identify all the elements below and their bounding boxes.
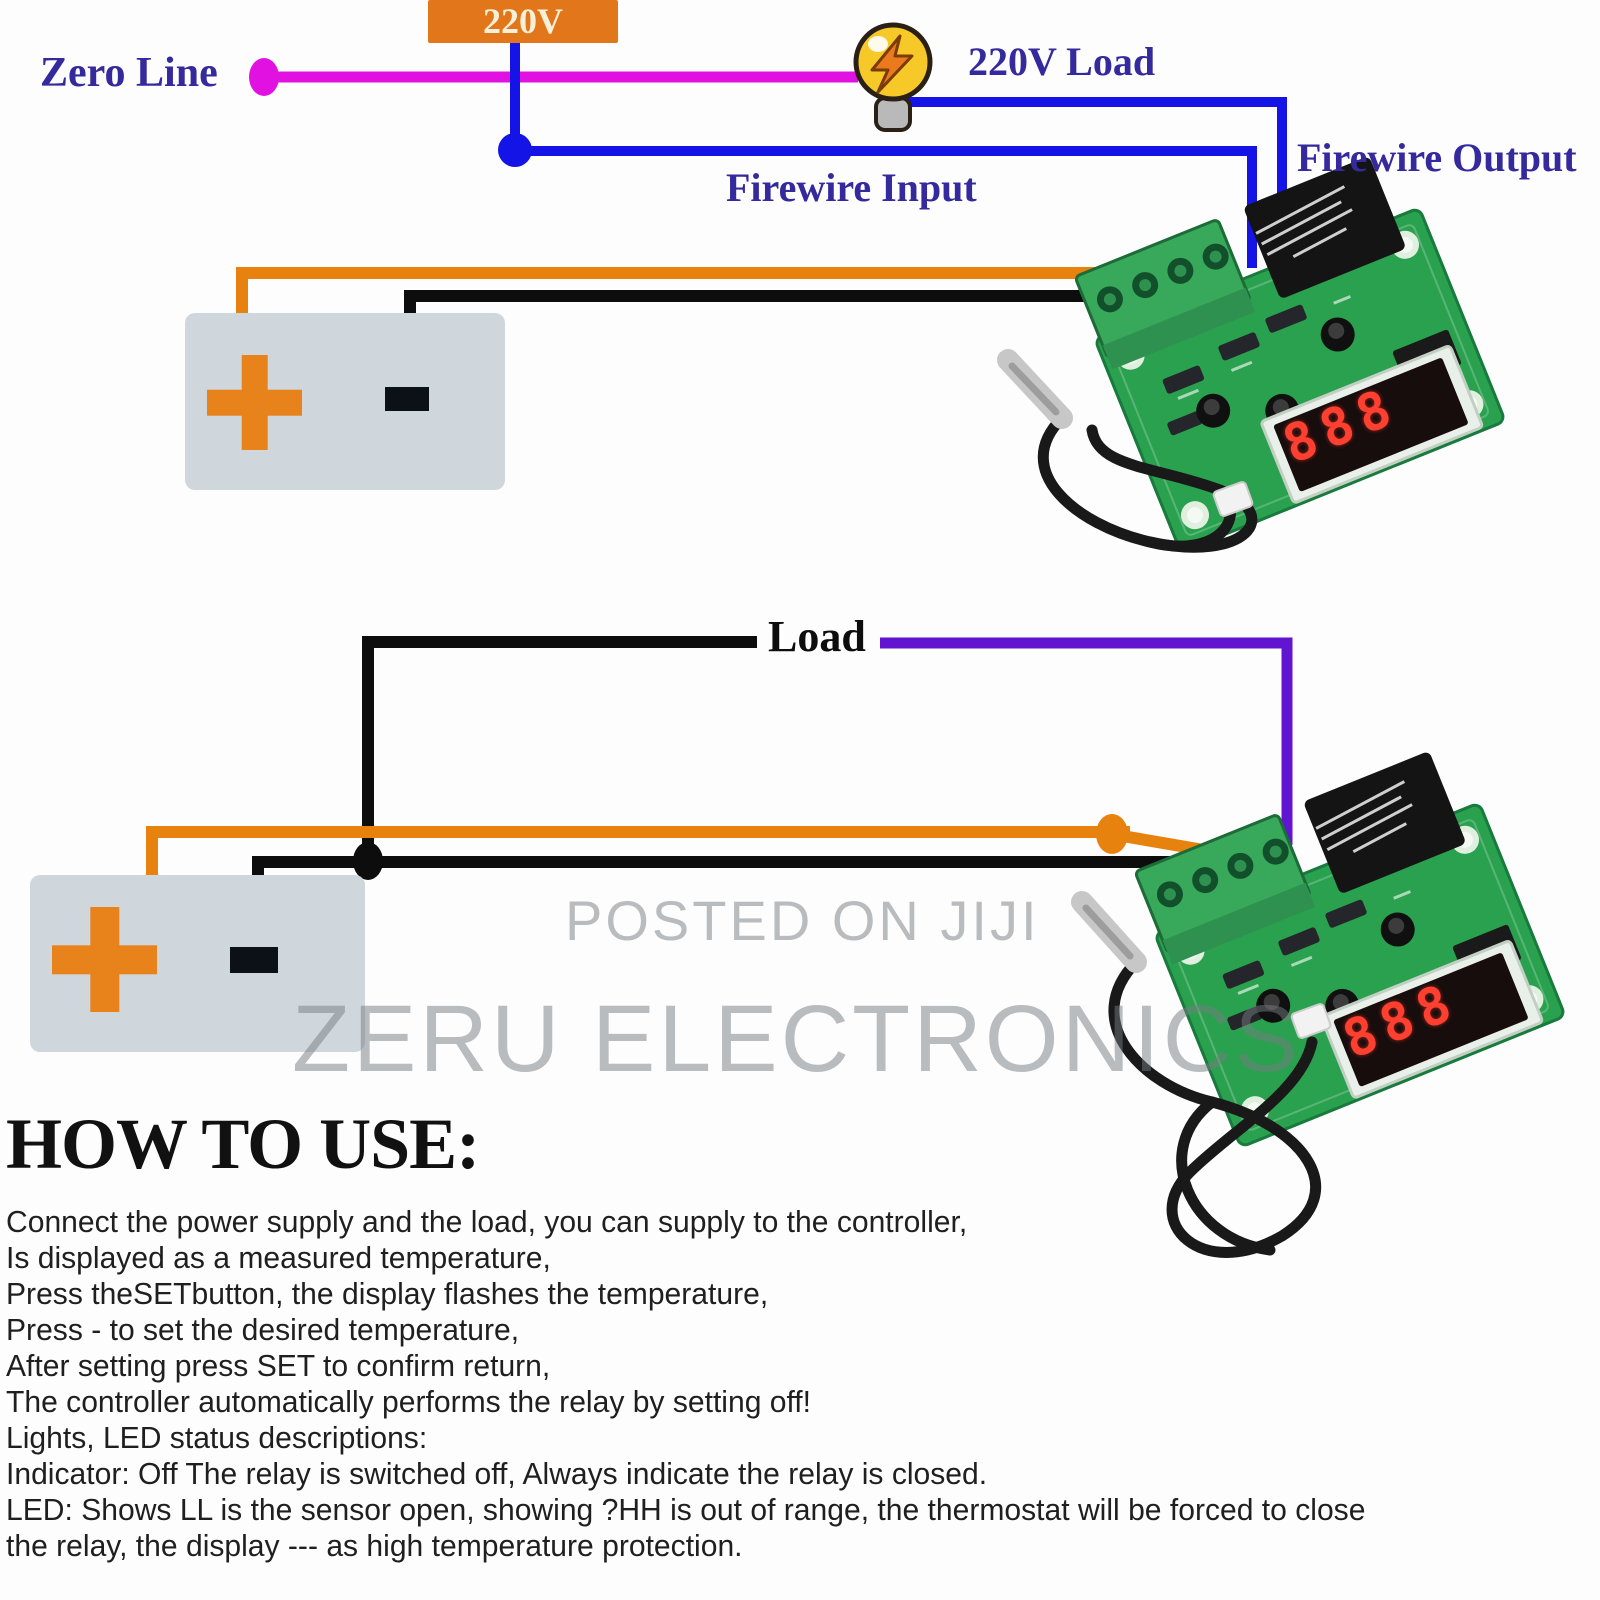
instructions-block: Connect the power supply and the load, y… (6, 1204, 1365, 1564)
power-supply-bottom (30, 875, 365, 1052)
watermark-line1: POSTED ON JIJI (565, 889, 1040, 952)
instruction-line: Is displayed as a measured temperature, (6, 1240, 551, 1275)
junction-dot-orange (1096, 814, 1128, 854)
instruction-line: The controller automatically performs th… (6, 1384, 812, 1419)
sensor-cable-top (997, 349, 1258, 553)
minus-icon (385, 387, 429, 411)
load-wire-black (362, 636, 757, 862)
junction-dot-black (353, 842, 383, 880)
instruction-line: Indicator: Off The relay is switched off… (6, 1456, 988, 1491)
zero-line-terminal-dot (249, 58, 279, 96)
supply-negative-wire-bottom (252, 856, 1218, 882)
instruction-line: LED: Shows LL is the sensor open, showin… (6, 1492, 1366, 1527)
zero-line-label: Zero Line (40, 50, 218, 96)
instruction-line: Press theSETbutton, the display flashes … (6, 1276, 769, 1311)
instruction-line: Connect the power supply and the load, y… (6, 1204, 968, 1239)
supply-voltage-badge: 220V (428, 0, 618, 43)
how-to-use-heading: HOW TO USE: (6, 1104, 480, 1184)
sensor-cable-bottom (1071, 891, 1332, 1258)
supply-voltage-label: 220V (483, 1, 563, 41)
supply-positive-wire-bottom (146, 826, 1130, 882)
power-supply-top (185, 313, 505, 490)
watermark-line2: ZERU ELECTRONICS (292, 986, 1301, 1092)
instruction-line: Press - to set the desired temperature, (6, 1312, 520, 1347)
firewire-input-label: Firewire Input (726, 165, 977, 210)
firewire-output-label: Firewire Output (1297, 135, 1577, 180)
plus-icon (52, 907, 157, 1012)
load-220v-label: 220V Load (968, 39, 1156, 84)
supply-negative-wire-top (404, 290, 1200, 316)
supply-positive-wire-top (236, 267, 1222, 316)
instruction-line: Lights, LED status descriptions: (6, 1420, 428, 1455)
load-label: Load (768, 612, 866, 661)
instruction-line: the relay, the display --- as high tempe… (6, 1528, 743, 1563)
plus-icon (207, 355, 302, 450)
junction-dot-blue (498, 133, 532, 167)
load-wire-purple (880, 637, 1293, 845)
minus-icon (230, 947, 278, 973)
thermostat-module-top (1070, 146, 1506, 552)
bulb-icon (853, 22, 933, 132)
instruction-line: After setting press SET to confirm retur… (6, 1348, 551, 1383)
